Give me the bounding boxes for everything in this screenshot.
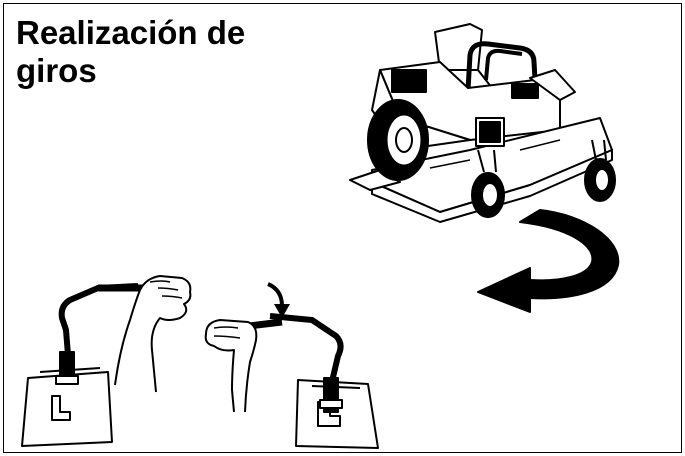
down-arrow-icon [267,282,290,318]
mower-illustration [349,23,616,223]
left-hand-illustration [114,275,192,393]
section-title: Realización de giros [16,14,256,90]
title-line-1: Realización de [16,14,246,51]
right-hand-illustration [204,319,258,413]
curved-turn-arrow-icon [477,209,620,313]
title-line-2: giros [16,52,97,89]
